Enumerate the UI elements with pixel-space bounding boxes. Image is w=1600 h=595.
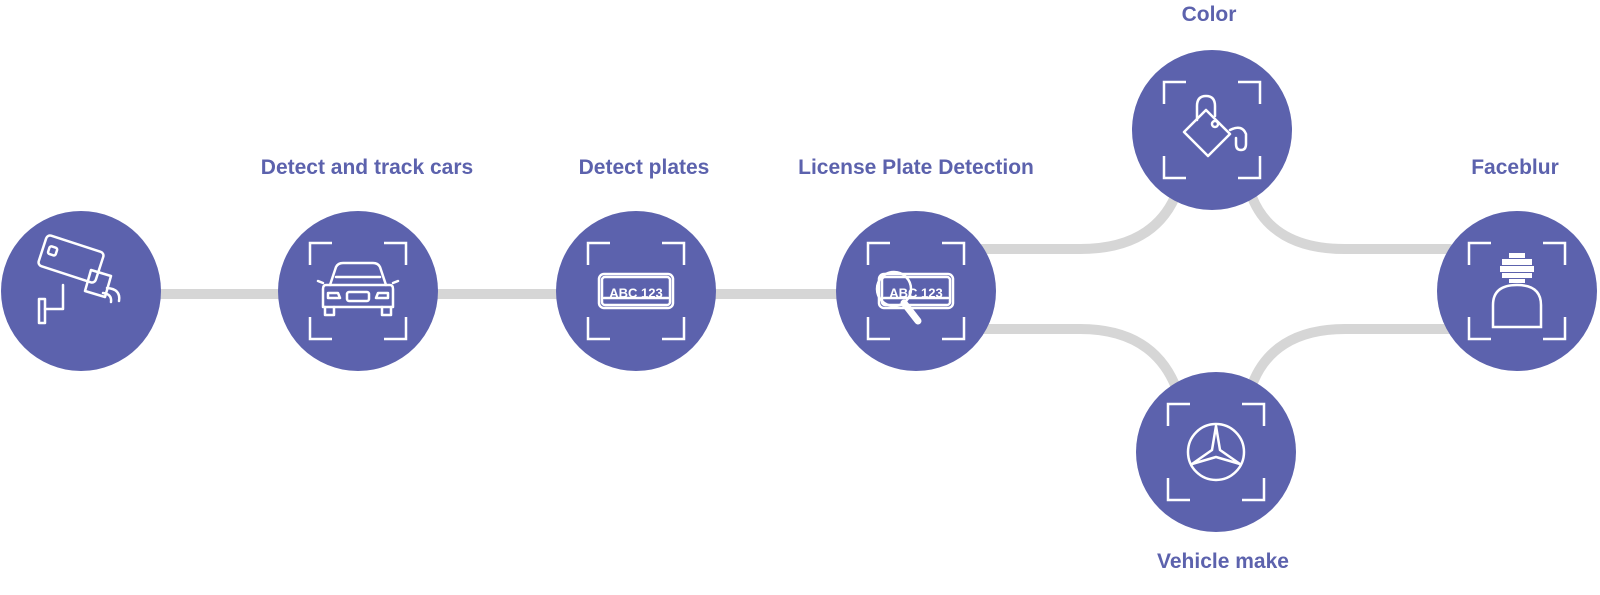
frame-corner — [1467, 317, 1491, 341]
plate-text: ABC 123 — [889, 285, 942, 300]
label-faceblur: Faceblur — [1471, 156, 1559, 179]
focus-frame — [586, 241, 686, 341]
frame-corner — [662, 241, 686, 265]
frame-corner — [586, 317, 610, 341]
frame-corner — [1242, 402, 1266, 426]
frame-corner — [1238, 80, 1262, 104]
plate-text: ABC 123 — [609, 285, 662, 300]
frame-corner — [942, 317, 966, 341]
node-detect-plates: ABC 123 — [556, 211, 716, 371]
edge-make-to-faceblur — [1247, 324, 1455, 390]
frame-corner — [662, 317, 686, 341]
frame-corner — [942, 241, 966, 265]
blurred-person-icon — [1491, 253, 1543, 329]
frame-corner — [1242, 478, 1266, 502]
node-faceblur — [1437, 211, 1597, 371]
frame-corner — [308, 317, 332, 341]
frame-corner — [1543, 317, 1567, 341]
focus-frame — [308, 241, 408, 341]
frame-corner — [384, 241, 408, 265]
frame-corner — [1162, 156, 1186, 180]
focus-frame — [1162, 80, 1262, 180]
frame-corner — [1162, 80, 1186, 104]
node-detect-track — [278, 211, 438, 371]
security-camera-icon — [37, 234, 121, 325]
edge-lpd-to-make — [970, 324, 1180, 390]
frame-corner — [1166, 402, 1190, 426]
plate-magnifier-icon — [875, 270, 955, 325]
node-vehicle-make — [1136, 372, 1296, 532]
focus-frame — [866, 241, 966, 341]
label-detect-plates: Detect plates — [578, 156, 710, 179]
frame-corner — [1543, 241, 1567, 265]
label-license-plate-detection: License Plate Detection — [798, 156, 1034, 179]
frame-corner — [1166, 478, 1190, 502]
edge-color-to-faceblur — [1247, 192, 1455, 254]
paint-bucket-icon — [1182, 94, 1248, 158]
license-plate-icon — [597, 272, 675, 310]
frame-corner — [866, 317, 890, 341]
frame-corner — [308, 241, 332, 265]
label-detect-and-track-cars: Detect and track cars — [260, 156, 474, 179]
node-camera — [1, 211, 161, 371]
focus-frame — [1166, 402, 1266, 502]
edge-lpd-to-color — [970, 192, 1180, 254]
frame-corner — [586, 241, 610, 265]
car-front-icon — [316, 261, 400, 317]
node-color — [1132, 50, 1292, 210]
frame-corner — [384, 317, 408, 341]
mercedes-star-icon — [1186, 422, 1246, 482]
focus-frame — [1467, 241, 1567, 341]
node-license-plate-detection: ABC 123 — [836, 211, 996, 371]
label-vehicle-make: Vehicle make — [1157, 550, 1289, 573]
frame-corner — [1238, 156, 1262, 180]
frame-corner — [866, 241, 890, 265]
label-color: Color — [1181, 3, 1237, 26]
frame-corner — [1467, 241, 1491, 265]
